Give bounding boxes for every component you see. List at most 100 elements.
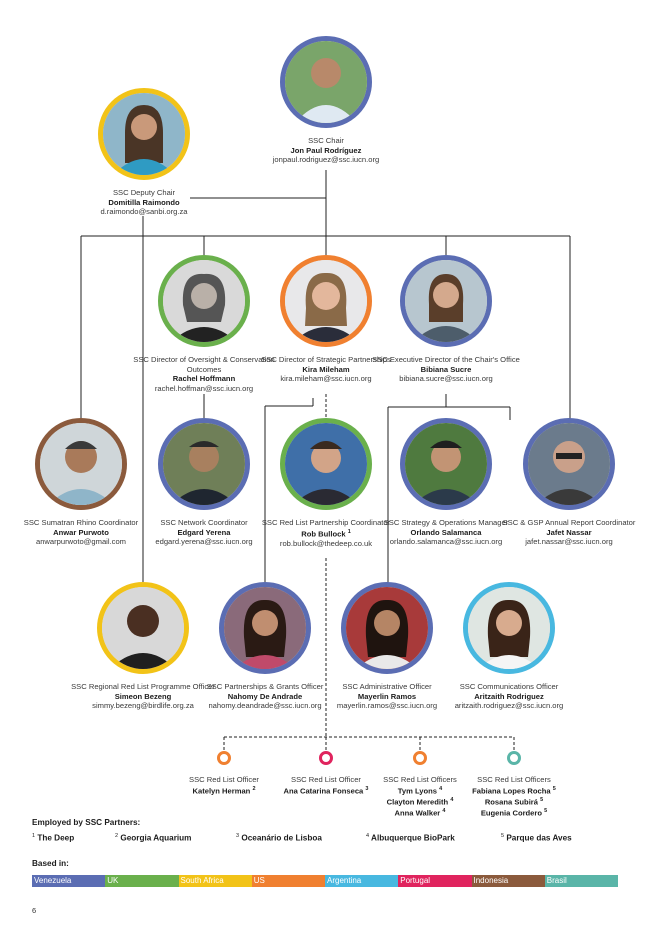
admin-photo (341, 582, 433, 674)
rhino-node: SSC Sumatran Rhino Coordinator Anwar Pur… (6, 418, 156, 547)
person-icon (224, 587, 306, 669)
dir-oversight-role: SSC Director of Oversight & Conservation… (133, 355, 275, 374)
person-icon (40, 423, 122, 505)
partners-title: Employed by SSC Partners: (32, 818, 141, 827)
location-indonesia: Indonesia (471, 875, 545, 887)
officer-2: SSC Red List Officer Ana Catarina Fonsec… (266, 751, 386, 796)
rhino-photo (35, 418, 127, 510)
ring-icon (217, 751, 231, 765)
chair-photo (280, 36, 372, 128)
location-argentina: Argentina (325, 875, 399, 887)
location-color-bar: Venezuela UK South Africa US Argentina P… (32, 875, 618, 887)
person-icon (103, 93, 185, 175)
comms-photo (463, 582, 555, 674)
exec-director-email[interactable]: bibiana.sucre@ssc.iucn.org (399, 374, 493, 384)
gsp-role: SSC & GSP Annual Report Coordinator (502, 518, 636, 527)
location-uk: UK (105, 875, 179, 887)
location-venezuela: Venezuela (32, 875, 106, 887)
person-icon (405, 423, 487, 505)
person-icon (285, 423, 367, 505)
exec-director-node: SSC Executive Director of the Chair's Of… (371, 255, 521, 384)
regional-role: SSC Regional Red List Programme Officer (71, 682, 215, 691)
person-icon (346, 587, 428, 669)
strategy-email[interactable]: orlando.salamanca@ssc.iucn.org (389, 537, 503, 547)
redlist-partner-role: SSC Red List Partnership Coordinator (261, 518, 391, 527)
officer-role: SSC Red List Officer (291, 775, 361, 784)
comms-email[interactable]: aritzaith.rodriguez@ssc.iucn.org (454, 701, 564, 711)
deputy-node: SSC Deputy Chair Domitilla Raimondo d.ra… (69, 88, 219, 217)
dir-strategic-node: SSC Director of Strategic Partnerships K… (251, 255, 401, 384)
gsp-photo (523, 418, 615, 510)
grants-role: SSC Partnerships & Grants Officer (206, 682, 324, 691)
gsp-email[interactable]: jafet.nassar@ssc.iucn.org (525, 537, 613, 547)
rhino-name: Anwar Purwoto (53, 527, 109, 537)
admin-role: SSC Administrative Officer (342, 682, 432, 691)
strategy-name: Orlando Salamanca (410, 527, 482, 537)
strategy-node: SSC Strategy & Operations Manager Orland… (371, 418, 521, 547)
regional-email[interactable]: simmy.bezeng@birdlife.org.za (92, 701, 194, 711)
gsp-name: Jafet Nassar (546, 527, 592, 537)
comms-name: Aritzaith Rodriguez (474, 691, 544, 701)
person-icon (528, 423, 610, 505)
partner-item: 1 The Deep (32, 833, 75, 843)
officer-name: Tym Lyons 4 (397, 785, 443, 796)
network-role: SSC Network Coordinator (160, 518, 248, 527)
network-name: Edgard Yerena (177, 527, 231, 537)
dir-strategic-name: Kira Mileham (302, 364, 350, 374)
admin-name: Mayerlin Ramos (357, 691, 417, 701)
officer-4: SSC Red List Officers Fabiana Lopes Roch… (454, 751, 574, 818)
person-icon (163, 423, 245, 505)
partner-item: 3 Oceanário de Lisboa (236, 833, 322, 843)
dir-oversight-node: SSC Director of Oversight & Conservation… (129, 255, 279, 393)
comms-node: SSC Communications Officer Aritzaith Rod… (434, 582, 584, 711)
comms-role: SSC Communications Officer (459, 682, 559, 691)
redlist-partner-name: Rob Bullock 1 (301, 528, 351, 539)
exec-director-name: Bibiana Sucre (420, 364, 472, 374)
grants-node: SSC Partnerships & Grants Officer Nahomy… (190, 582, 340, 711)
officer-name: Clayton Meredith 4 (386, 796, 454, 807)
admin-node: SSC Administrative Officer Mayerlin Ramo… (312, 582, 462, 711)
network-photo (158, 418, 250, 510)
deputy-email[interactable]: d.raimondo@sanbi.org.za (100, 207, 188, 217)
officer-1: SSC Red List Officer Katelyn Herman 2 (164, 751, 284, 796)
person-icon (468, 587, 550, 669)
rhino-email[interactable]: anwarpurwoto@gmail.com (35, 537, 126, 547)
redlist-partner-email[interactable]: rob.bullock@thedeep.co.uk (279, 538, 373, 548)
chair-email[interactable]: jonpaul.rodriguez@ssc.iucn.org (272, 155, 380, 165)
ring-icon (507, 751, 521, 765)
officer-role: SSC Red List Officers (383, 775, 457, 784)
exec-director-role: SSC Executive Director of the Chair's Of… (372, 355, 520, 364)
regional-photo (97, 582, 189, 674)
chair-name: Jon Paul Rodríguez (290, 145, 362, 155)
officer-role: SSC Red List Officer (189, 775, 259, 784)
redlist-partner-photo (280, 418, 372, 510)
page-number: 6 (32, 906, 37, 915)
dir-strategic-photo (280, 255, 372, 347)
officer-name: Fabiana Lopes Rocha 5 (472, 785, 556, 796)
dir-strategic-email[interactable]: kira.mileham@ssc.iucn.org (280, 374, 372, 384)
rhino-role: SSC Sumatran Rhino Coordinator (23, 518, 139, 527)
strategy-photo (400, 418, 492, 510)
network-node: SSC Network Coordinator Edgard Yerena ed… (129, 418, 279, 547)
person-icon (163, 260, 245, 342)
grants-email[interactable]: nahomy.deandrade@ssc.iucn.org (208, 701, 322, 711)
chair-node: SSC Chair Jon Paul Rodríguez jonpaul.rod… (251, 36, 401, 165)
location-brasil: Brasil (544, 875, 618, 887)
network-email[interactable]: edgard.yerena@ssc.iucn.org (155, 537, 253, 547)
officer-3: SSC Red List Officers Tym Lyons 4 Clayto… (360, 751, 480, 818)
dir-strategic-role: SSC Director of Strategic Partnerships (261, 355, 391, 364)
strategy-role: SSC Strategy & Operations Manager (383, 518, 509, 527)
officer-name: Anna Walker 4 (394, 807, 446, 818)
based-title: Based in: (32, 859, 69, 868)
officer-name: Katelyn Herman 2 (192, 785, 256, 796)
dir-oversight-email[interactable]: rachel.hoffman@ssc.iucn.org (154, 383, 254, 393)
officer-role: SSC Red List Officers (477, 775, 551, 784)
dir-oversight-photo (158, 255, 250, 347)
exec-director-photo (400, 255, 492, 347)
partner-item: 4 Albuquerque BioPark (366, 833, 455, 843)
redlist-partner-node: SSC Red List Partnership Coordinator Rob… (251, 418, 401, 548)
regional-name: Simeon Bezeng (114, 691, 172, 701)
person-icon (405, 260, 487, 342)
regional-node: SSC Regional Red List Programme Officer … (68, 582, 218, 711)
admin-email[interactable]: mayerlin.ramos@ssc.iucn.org (336, 701, 438, 711)
